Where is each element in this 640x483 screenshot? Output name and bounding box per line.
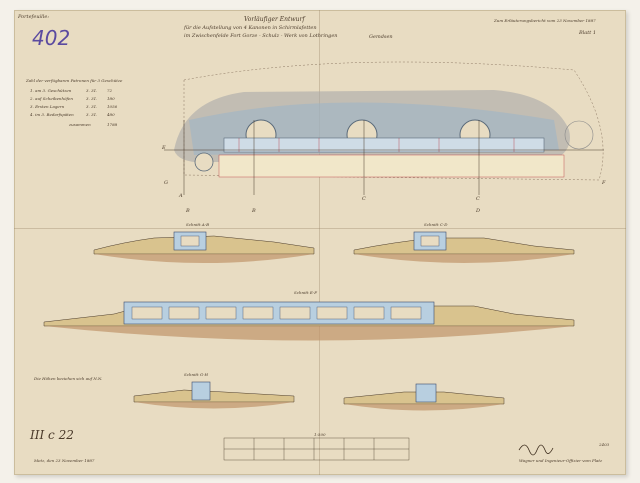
fold-line-vertical	[319, 10, 320, 475]
section-label-ab: Schnitt A-B	[186, 222, 210, 227]
title-line-1: Vorläufiger Entwurf	[244, 16, 305, 23]
legend-col1: 3. 31.	[86, 88, 98, 93]
plan-letter: G	[164, 180, 168, 186]
plan-letter: D	[476, 208, 481, 214]
date-right: Zum Erläuterungsbericht vom 23 November …	[494, 18, 596, 23]
legend-col2: 72	[107, 88, 113, 93]
archive-mark: III c 22	[30, 428, 74, 442]
plan-letter: C	[362, 196, 366, 202]
title-line-2: für die Aufstellung von 4 Kanonen in Sch…	[184, 25, 317, 31]
plan-letter: E	[162, 145, 166, 151]
plan-section-lines	[164, 120, 604, 195]
glacis-outline	[183, 61, 604, 181]
enemy-label: Gemdsen	[369, 34, 393, 40]
legend-title: Zahl der verfügbaren Patronen für 3 Gesc…	[26, 78, 123, 83]
legend-row: 2. auf Scheibenhöfen	[30, 96, 73, 101]
drawing-svg	[43, 61, 604, 461]
legend-col2: 1056	[107, 104, 118, 109]
legend-col1: 3. 31.	[86, 96, 98, 101]
legend-row: 1. am 3. Geschützen	[30, 88, 72, 93]
section-jk	[343, 383, 505, 411]
plan-letter: B	[186, 208, 190, 214]
rear-yard	[218, 154, 565, 178]
archive-stamp: 2403	[599, 442, 610, 447]
folder-number: 402	[32, 26, 71, 50]
drawing-sheet: Portefeuille: 402 Vorläufiger Entwurf fü…	[14, 10, 626, 475]
legend-total-label: zusammen	[69, 122, 91, 127]
note-heights: Die Höhen beziehen sich auf N.N.	[34, 376, 103, 381]
plan-letter: A	[179, 193, 183, 199]
legend-col1: 3. 31.	[86, 104, 98, 109]
legend-row: 4. im 3. Bedarfspäten	[30, 112, 74, 117]
signature-scribble	[518, 444, 554, 456]
section-label-cd: Schnitt C-D	[424, 222, 448, 227]
signature-text: Wagner und Ingenieur-Offizier vom Platz	[519, 458, 603, 463]
section-gh	[133, 381, 295, 409]
section-ef	[43, 301, 575, 341]
turret-4	[564, 120, 594, 150]
section-label-ef: Schnitt E-F	[294, 290, 318, 295]
scale-bar	[223, 437, 410, 461]
legend-col2: 180	[107, 96, 115, 101]
legend-total-value: 1788	[107, 122, 118, 127]
section-ab	[93, 231, 315, 263]
fold-line-horizontal	[14, 228, 626, 229]
section-cd	[353, 231, 575, 263]
casemate-strip	[223, 137, 545, 153]
plan-letter: F	[602, 180, 606, 186]
scale-label: 1:500	[314, 432, 326, 437]
folder-label: Portefeuille:	[18, 14, 50, 20]
legend-col1: 3. 31.	[86, 112, 98, 117]
title-line-3: im Zwischenfelde Fort Gorze - Schulz - W…	[184, 33, 338, 39]
plan-letter: C	[476, 196, 480, 202]
place-date: Metz, den 23 November 1887	[34, 458, 95, 463]
turret-left	[194, 152, 214, 172]
legend-row: 3. Ersten Lagern	[30, 104, 65, 109]
legend-col2: 480	[107, 112, 115, 117]
sheet-label: Blatt 1	[579, 30, 597, 36]
casemate-windows	[238, 138, 515, 152]
section-label-gh: Schnitt G-H	[184, 372, 209, 377]
plan-letter: B	[252, 208, 256, 214]
